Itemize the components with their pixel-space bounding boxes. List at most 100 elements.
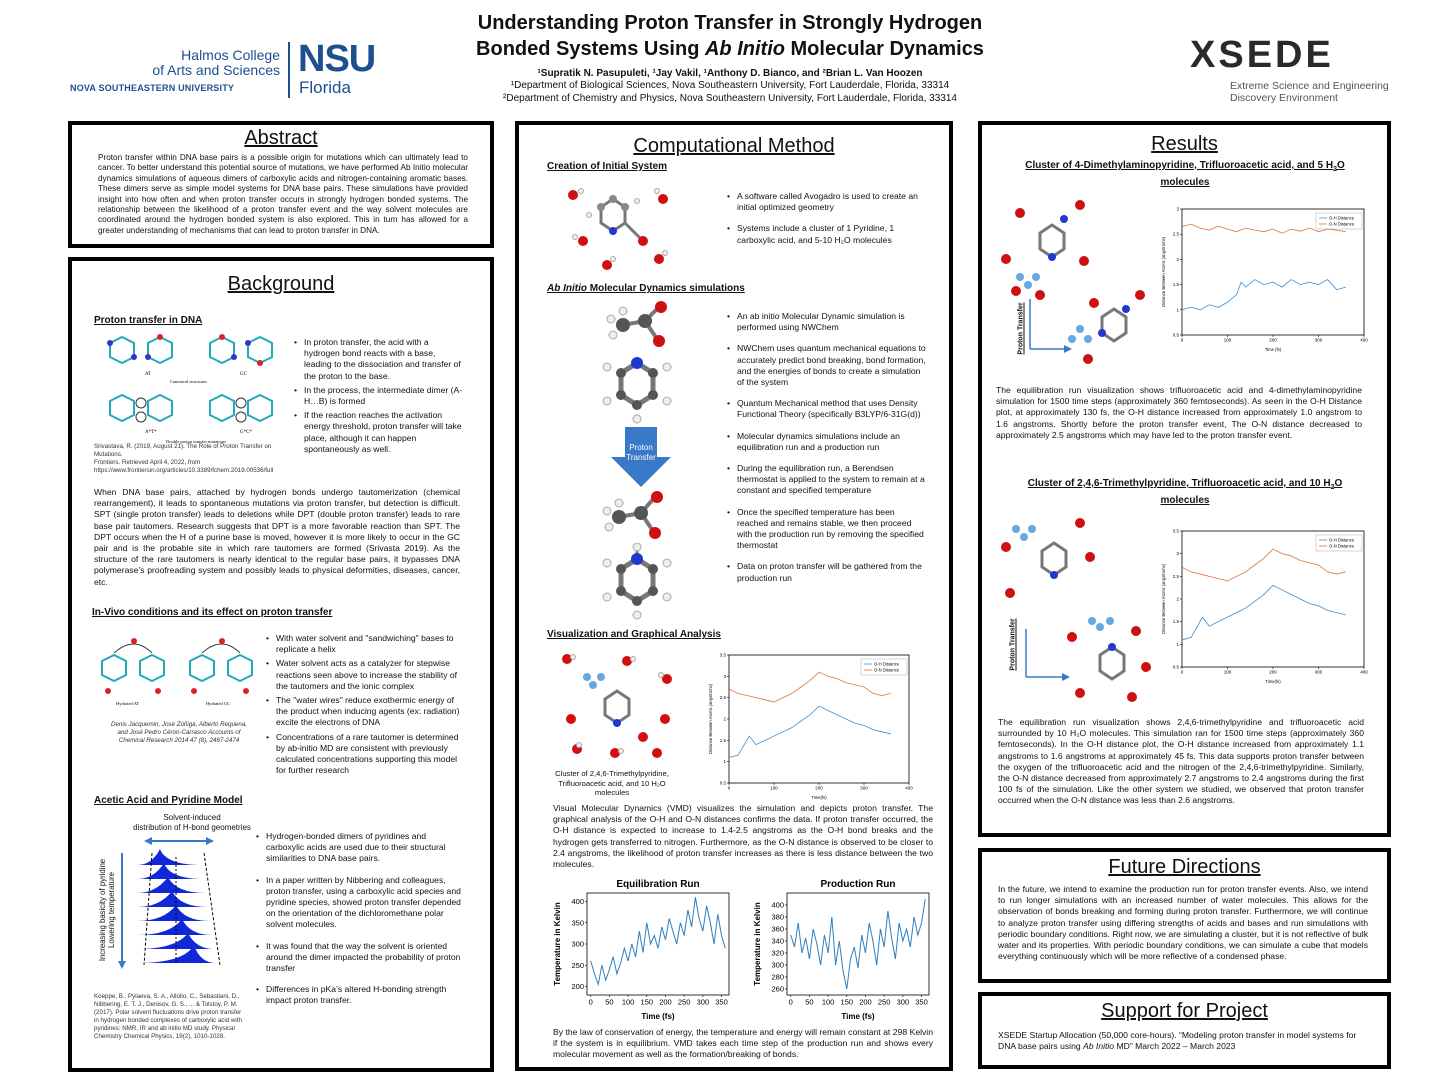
fig3-side-line2: Lowering temperature bbox=[107, 872, 116, 948]
method-sub-md-simulations: Ab Initio Molecular Dynamics simulations bbox=[547, 283, 745, 294]
citation-line: and José Pedro Céron-Carrasco Accounts o… bbox=[117, 729, 241, 736]
in-vivo-bullets: With water solvent and "sandwiching" bas… bbox=[266, 633, 466, 779]
y-tick-label: 280 bbox=[771, 973, 784, 982]
x-tick-label: 100 bbox=[770, 786, 778, 791]
y-tick-label: 400 bbox=[571, 897, 584, 906]
fig1-label-gc: GC bbox=[240, 372, 248, 377]
fig2-label-hydrated-gc: Hydrated GC bbox=[206, 701, 230, 706]
x-tick-label: 100 bbox=[822, 998, 835, 1007]
results-sub-cluster1: Cluster of 4-Dimethylaminopyridine, Trif… bbox=[1002, 159, 1368, 189]
future-title: Future Directions bbox=[1108, 856, 1261, 878]
poster-title-block: Understanding Proton Transfer in Strongl… bbox=[440, 10, 1020, 105]
background-sub-in-vivo: In-Vivo conditions and its effect on pro… bbox=[92, 607, 333, 618]
y-axis-label: Distance Between Atoms (angstroms) bbox=[1161, 563, 1166, 634]
sub-part: O bbox=[1336, 160, 1345, 171]
legend-label: O-N Distance bbox=[874, 668, 900, 673]
x-tick-label: 300 bbox=[897, 998, 910, 1007]
bullet: During the equilibration run, a Berendse… bbox=[727, 463, 927, 497]
halmos-nsu-logo: Halmos College of Arts and Sciences NOVA… bbox=[70, 38, 376, 98]
acetic-pyridine-bullets: Hydrogen-bonded dimers of pyridines and … bbox=[256, 831, 466, 1017]
series-line-0 bbox=[728, 705, 892, 758]
bullet: If the reaction reaches the activation e… bbox=[294, 410, 464, 455]
legend-label: O-H Distance bbox=[874, 662, 900, 667]
proton-transfer-arrow bbox=[611, 427, 671, 487]
base-pair-at bbox=[107, 334, 173, 365]
arrow-label-line2: Transfer bbox=[626, 453, 656, 462]
bullet: NWChem uses quantum mechanical equations… bbox=[727, 343, 927, 388]
y-tick-label: 1.5 bbox=[1173, 619, 1180, 624]
bullet: In a paper written by Nibbering and coll… bbox=[256, 875, 466, 931]
results-paragraph-2: The equilibration run visualization show… bbox=[998, 717, 1364, 806]
bullet: Hydrogen-bonded dimers of pyridines and … bbox=[256, 831, 466, 865]
hydrated-gc bbox=[189, 638, 253, 694]
poster-header: Halmos College of Arts and Sciences NOVA… bbox=[0, 0, 1440, 115]
x-tick-label: 300 bbox=[1315, 670, 1323, 675]
base-pair-gc bbox=[209, 334, 273, 366]
x-tick-label: 350 bbox=[715, 998, 728, 1007]
series-line-0 bbox=[790, 898, 926, 990]
support-text: XSEDE Startup Allocation (50,000 core-ho… bbox=[998, 1030, 1368, 1052]
xsede-sub-line1: Extreme Science and Engineering bbox=[1230, 80, 1389, 92]
initial-system-molecule bbox=[568, 188, 668, 270]
background-paragraph: When DNA base pairs, attached by hydroge… bbox=[94, 487, 460, 587]
method-closing-paragraph: By the law of conservation of energy, th… bbox=[553, 1027, 933, 1060]
y-tick-label: 1 bbox=[723, 759, 726, 764]
y-tick-label: 0.5 bbox=[1173, 665, 1180, 670]
legend-box bbox=[1315, 534, 1363, 552]
y-tick-label: 260 bbox=[771, 985, 784, 994]
x-tick-label: 200 bbox=[659, 998, 672, 1007]
y-axis-label: Distance Between Atoms (angstroms) bbox=[1161, 236, 1166, 307]
dna-base-pairs-figure: AT GC Canonical structures A*T* G*C* Dou… bbox=[107, 334, 273, 444]
logo-divider bbox=[288, 42, 290, 98]
sub-part: molecules bbox=[1160, 177, 1210, 188]
support-text-pre: XSEDE Startup Allocation (50,000 core-ho… bbox=[998, 1030, 1357, 1052]
y-tick-label: 360 bbox=[771, 925, 784, 934]
legend-label: O-H Distance bbox=[1329, 216, 1355, 221]
citation-line: Chemical Research 2014 47 (8), 2467-2474 bbox=[118, 737, 240, 744]
x-axis-label: Time(fs) bbox=[811, 795, 827, 800]
plot-frame bbox=[586, 892, 730, 996]
logo-florida: Florida bbox=[299, 78, 351, 97]
citation-srivastava: Srivastava, R. (2019, August 21). The Ro… bbox=[94, 443, 294, 475]
method-panel: Computational Method Creation of Initial… bbox=[515, 121, 953, 1071]
bullet: With water solvent and "sandwiching" bas… bbox=[266, 633, 466, 655]
bullet: Differences in pKa’s altered H-bonding s… bbox=[256, 984, 466, 1006]
y-tick-label: 1.5 bbox=[1173, 282, 1180, 287]
xsede-logo: XSEDE Extreme Science and Engineering Di… bbox=[1190, 34, 1390, 106]
x-tick-label: 150 bbox=[841, 998, 854, 1007]
support-title: Support for Project bbox=[1101, 1000, 1268, 1022]
x-tick-label: 0 bbox=[728, 786, 731, 791]
proton-dna-bullets: In proton transfer, the acid with a hydr… bbox=[294, 337, 464, 458]
method-title: Computational Method bbox=[633, 135, 835, 157]
y-tick-label: 2.5 bbox=[1173, 574, 1180, 579]
series-line-1 bbox=[728, 671, 892, 703]
bullet: Data on proton transfer will be gathered… bbox=[727, 561, 927, 583]
method-sub-visualization: Visualization and Graphical Analysis bbox=[547, 629, 721, 640]
abstract-panel: Abstract Proton transfer within DNA base… bbox=[68, 121, 494, 248]
citation-koeppe: Koeppe, B., Pylaeva, S. A., Allolio, C.,… bbox=[94, 993, 242, 1040]
legend-label: O-N Distance bbox=[1329, 544, 1355, 549]
caption-line: Trifluoroacetic acid, and 10 H₂O bbox=[558, 778, 666, 788]
caption-line: Cluster of 2,4,6-Trimethylpyridine, bbox=[555, 769, 669, 778]
background-panel: Background Proton transfer in DNA AT GC … bbox=[68, 257, 494, 1072]
sub-em: Ab Initio bbox=[547, 283, 587, 294]
results-title: Results bbox=[1151, 133, 1218, 155]
logo-nsu: NSU bbox=[298, 38, 376, 80]
citation-jacquemin: Denis Jacquemin, José Zúñiga, Alberto Re… bbox=[94, 721, 264, 745]
future-text: In the future, we intend to examine the … bbox=[998, 884, 1368, 962]
arrow-label: Proton Transfer bbox=[611, 443, 671, 463]
affiliation-2: ²Department of Chemistry and Physics, No… bbox=[503, 93, 957, 104]
affiliation-1: ¹Department of Biological Sciences, Nova… bbox=[510, 80, 950, 91]
sub-part: O bbox=[1334, 478, 1343, 489]
y-tick-label: 0.5 bbox=[1173, 333, 1180, 338]
background-title: Background bbox=[227, 273, 335, 295]
y-tick-label: 380 bbox=[771, 913, 784, 922]
y-tick-label: 3 bbox=[1176, 207, 1179, 212]
y-tick-label: 200 bbox=[571, 982, 584, 991]
title-line2-pre: Bonded Systems Using bbox=[476, 38, 705, 60]
base-pair-gc-mutated bbox=[209, 393, 273, 423]
x-axis-label: Time(fs) bbox=[1265, 679, 1281, 684]
legend-box bbox=[860, 658, 908, 676]
